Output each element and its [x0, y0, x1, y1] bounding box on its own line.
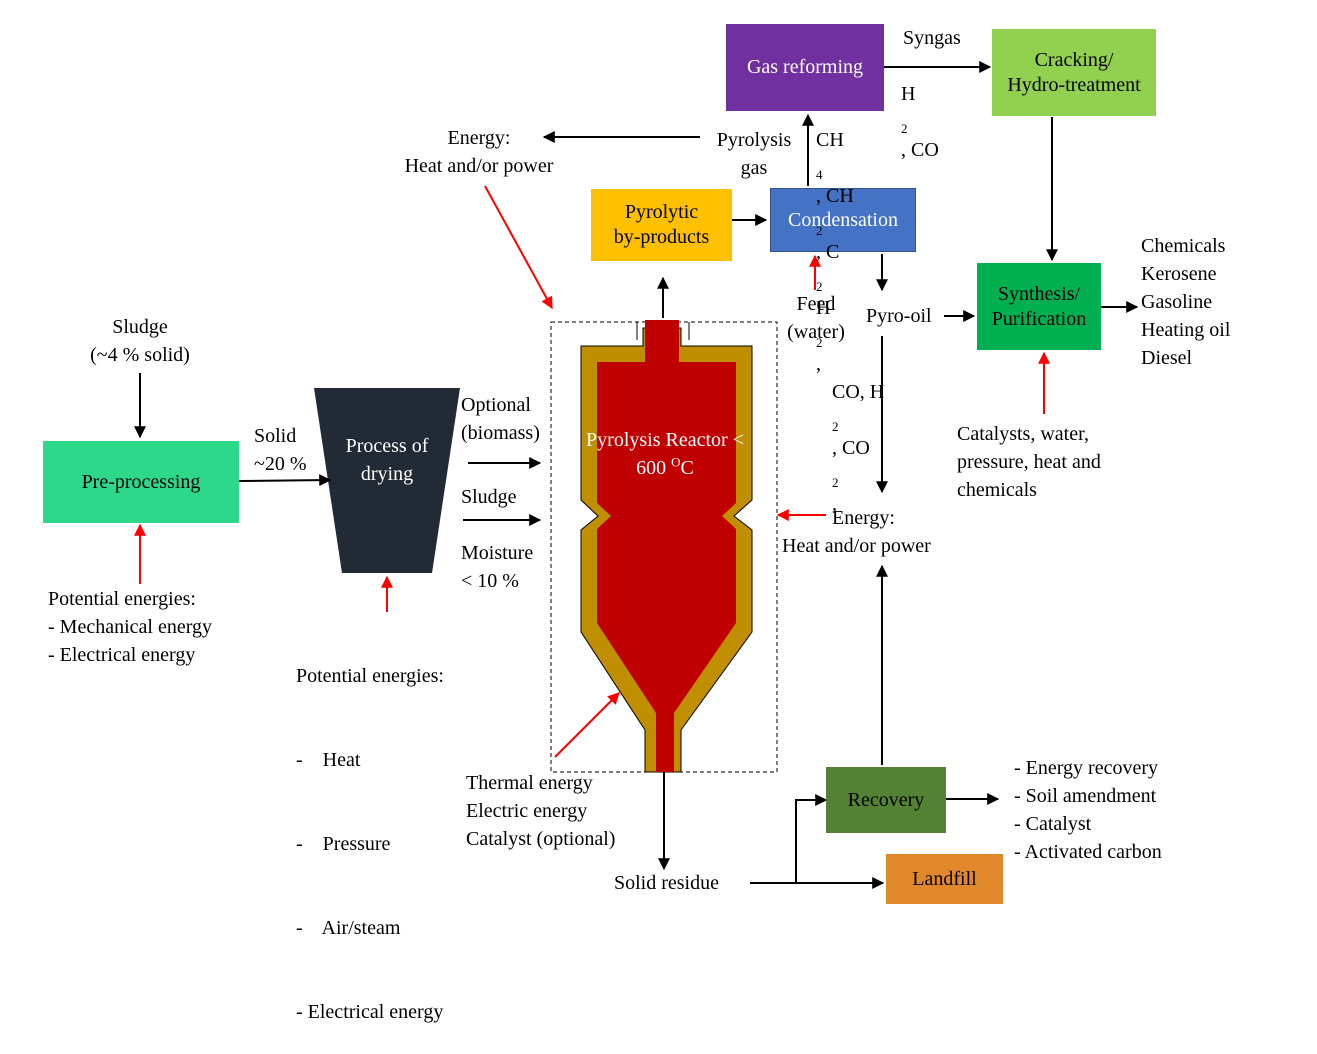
process-diagram — [134, 61, 1139, 889]
synthesis-box: Synthesis/ Purification — [977, 263, 1101, 350]
synthesis-inputs-label: Catalysts, water, pressure, heat and che… — [957, 423, 1101, 501]
preprocessing-energies-label: Potential energies: - Mechanical energy … — [48, 588, 212, 666]
recovery-uses-list: - Energy recovery - Soil amendment - Cat… — [1014, 757, 1162, 863]
sludge-input-label: Sludge (~4 % solid) — [90, 316, 190, 366]
landfill-box: Landfill — [886, 854, 1003, 904]
optional-biomass-label: Optional (biomass) — [461, 394, 540, 444]
syngas-label: Syngas — [903, 27, 961, 49]
reactor-inputs-label: Thermal energy Electric energy Catalyst … — [466, 772, 616, 850]
condensation-box: Condensation — [770, 188, 916, 252]
cracking-box: Cracking/ Hydro-treatment — [992, 29, 1156, 116]
byproducts-box: Pyrolytic by-products — [591, 189, 732, 261]
moisture-label: Moisture < 10 % — [461, 542, 534, 592]
preprocessing-box: Pre-processing — [43, 441, 239, 523]
drying-label: Process of drying — [345, 435, 429, 485]
solid-fraction-label: Solid ~20 % — [254, 425, 307, 475]
solid-residue-label: Solid residue — [614, 872, 719, 894]
reactor-core — [597, 320, 736, 772]
dried-sludge-label: Sludge — [461, 486, 517, 508]
feed-water-label: Feed (water) — [787, 293, 845, 343]
energy-top-label: Energy: Heat and/or power — [404, 127, 554, 177]
drying-energies-label: Potential energies: - Heat - Pressure - … — [296, 665, 444, 1023]
pyrolysis-gas-label: Pyrolysis gas — [716, 129, 792, 179]
drying-shape — [314, 388, 460, 573]
recovery-box: Recovery — [826, 767, 946, 833]
reactor-label: Pyrolysis Reactor < 600 OC — [586, 429, 744, 479]
energy-mid-label: Energy: Heat and/or power — [782, 507, 931, 557]
pyro-oil-label: Pyro-oil — [866, 305, 932, 327]
products-list: Chemicals Kerosene Gasoline Heating oil … — [1141, 235, 1231, 369]
gas-reforming-box: Gas reforming — [726, 24, 884, 111]
preprocessing-label: Pre-processing — [81, 470, 201, 493]
